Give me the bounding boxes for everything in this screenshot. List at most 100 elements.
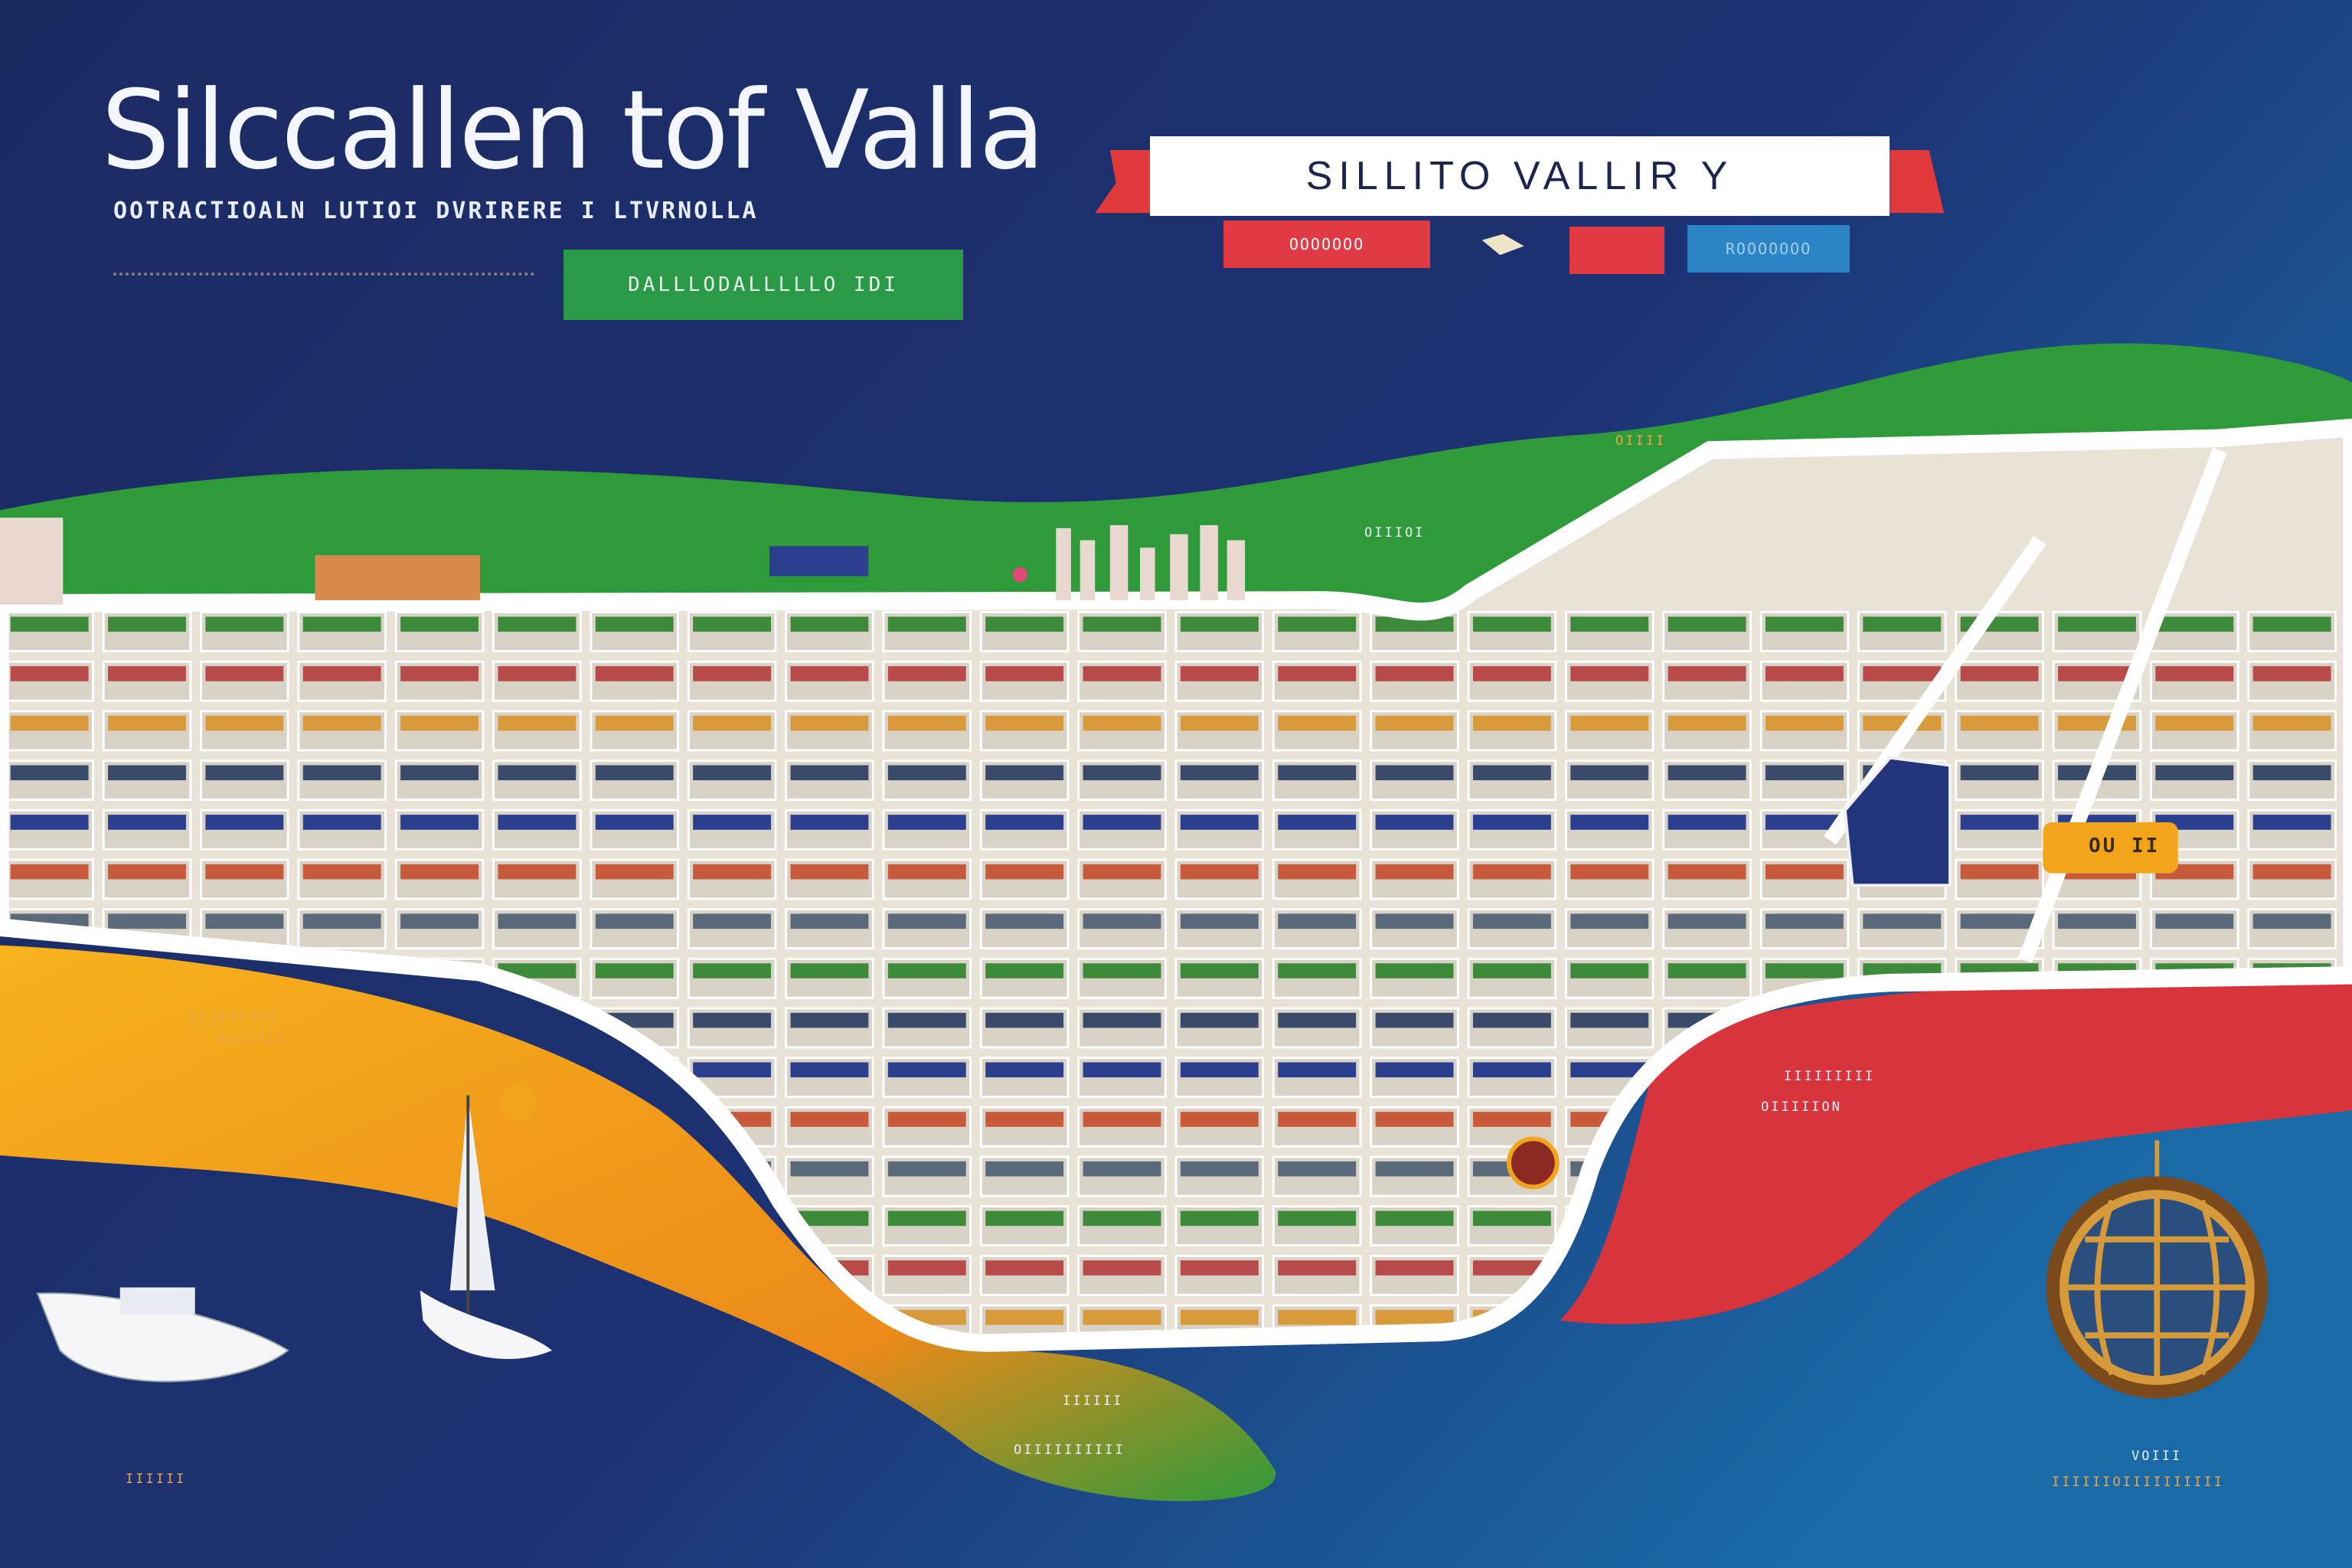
building-roof — [1083, 765, 1161, 781]
building-roof — [400, 913, 479, 929]
building-roof — [498, 616, 577, 632]
blue-tower — [1843, 756, 1952, 887]
building-roof — [2252, 715, 2331, 731]
building-roof — [1180, 963, 1259, 978]
building-roof — [302, 815, 381, 830]
building-roof — [1083, 715, 1161, 731]
building-roof — [887, 1260, 966, 1276]
building-roof — [1765, 715, 1844, 731]
green-action-button[interactable]: DALLLODALLLLLO IDI — [564, 250, 963, 320]
building-roof — [887, 666, 966, 681]
building-roof — [1765, 666, 1844, 681]
building-roof — [10, 666, 89, 681]
building-roof — [1278, 1062, 1357, 1078]
building-roof — [2252, 765, 2331, 781]
building-roof — [1668, 715, 1746, 731]
building-roof — [205, 913, 284, 929]
building-roof — [887, 1210, 966, 1227]
building-roof — [1180, 1260, 1259, 1276]
building-roof — [1472, 715, 1551, 731]
building-roof — [108, 616, 186, 632]
building-roof — [108, 666, 186, 681]
building-roof — [1863, 666, 1942, 681]
building-roof — [205, 815, 284, 830]
building-roof — [2252, 864, 2331, 880]
building-roof — [2058, 616, 2136, 632]
building-roof — [985, 963, 1064, 978]
building-roof — [1083, 666, 1161, 681]
building-roof — [595, 963, 674, 978]
building-roof — [985, 616, 1064, 632]
building-roof — [400, 765, 479, 781]
building-roof — [1278, 616, 1357, 632]
building-roof — [985, 765, 1064, 781]
building-roof — [400, 815, 479, 830]
building-roof — [1375, 765, 1454, 781]
building-roof — [1960, 864, 2039, 880]
skyline — [0, 518, 1246, 605]
building-roof — [693, 815, 772, 830]
building-roof — [1278, 715, 1357, 731]
region-label: IIIIIIIII — [1784, 1069, 1876, 1084]
building-roof — [302, 913, 381, 929]
building-roof — [2252, 616, 2331, 632]
building-roof — [1083, 963, 1161, 978]
building-roof — [1765, 765, 1844, 781]
building-roof — [1180, 1210, 1259, 1227]
building-roof — [790, 715, 869, 731]
building-roof — [1570, 666, 1649, 681]
building-roof — [1375, 1309, 1454, 1325]
building-roof — [693, 765, 772, 781]
building-roof — [1083, 913, 1161, 929]
building-roof — [1180, 864, 1259, 880]
building-roof — [693, 1062, 772, 1078]
building-roof — [1765, 616, 1844, 632]
building-roof — [790, 1112, 869, 1127]
building-roof — [1472, 1062, 1551, 1078]
building-roof — [1570, 963, 1649, 978]
building-roof — [790, 616, 869, 632]
building-roof — [887, 1062, 966, 1078]
location-marker-icon — [1012, 567, 1028, 583]
building-roof — [790, 815, 869, 830]
building-roof — [2252, 913, 2331, 929]
building-roof — [790, 1062, 869, 1078]
building-roof — [595, 715, 674, 731]
building-roof — [1668, 815, 1746, 830]
building-roof — [1472, 616, 1551, 632]
building-roof — [108, 864, 186, 880]
building-roof — [1472, 913, 1551, 929]
building-roof — [2155, 913, 2234, 929]
banner-tag-red-small[interactable] — [1570, 227, 1664, 274]
building-roof — [1960, 815, 2039, 830]
building-roof — [1083, 1210, 1161, 1227]
building-roof — [498, 963, 577, 978]
building-roof — [302, 616, 381, 632]
building-roof — [790, 864, 869, 880]
building-roof — [10, 616, 89, 632]
page-title: Silccallen tof Valla — [101, 67, 1045, 194]
building-roof — [2252, 815, 2331, 830]
building-roof — [790, 1012, 869, 1028]
building-roof — [498, 864, 577, 880]
banner-tag-red[interactable]: OOOOOOO — [1223, 220, 1430, 268]
red-region — [1560, 960, 2352, 1325]
building-roof — [1668, 666, 1746, 681]
region-label: IIIIII — [1063, 1393, 1124, 1409]
map-sign: OIIIOI — [1364, 525, 1426, 541]
building-roof — [887, 963, 966, 978]
banner-tag-blue[interactable]: ROOOOOOO — [1687, 225, 1850, 273]
building-roof — [1083, 616, 1161, 632]
building-roof — [108, 715, 186, 731]
building-roof — [1180, 815, 1259, 830]
building-roof — [985, 913, 1064, 929]
building-roof — [1570, 815, 1649, 830]
building-roof — [1375, 815, 1454, 830]
building-roof — [400, 864, 479, 880]
building-roof — [1180, 666, 1259, 681]
building-roof — [595, 913, 674, 929]
building-roof — [985, 864, 1064, 880]
building-roof — [498, 913, 577, 929]
building-roof — [205, 715, 284, 731]
